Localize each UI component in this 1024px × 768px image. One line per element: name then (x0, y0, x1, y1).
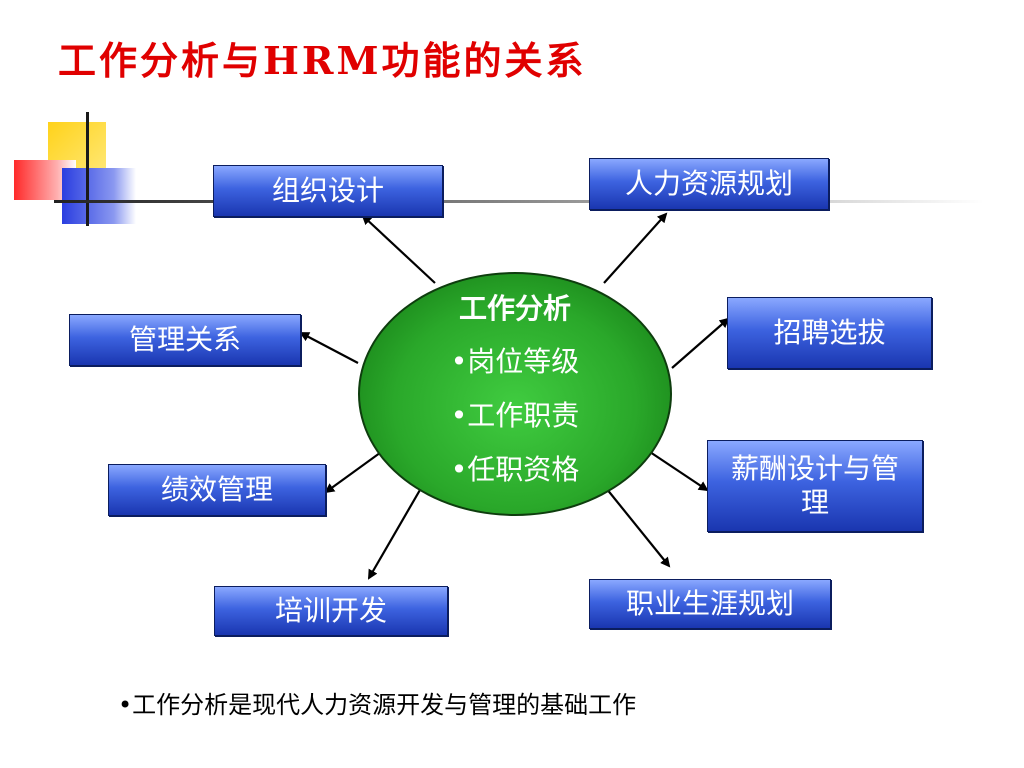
box-hr-planning: 人力资源规划 (589, 158, 829, 210)
box-mgmt-relations: 管理关系 (69, 314, 301, 366)
arrow-to-performance (324, 449, 385, 494)
center-item: •任职资格 (450, 453, 580, 486)
center-item: •工作职责 (450, 399, 580, 432)
deco-blue-square (62, 168, 136, 224)
box-compensation: 薪酬设计与管理 (707, 440, 923, 532)
center-ellipse (358, 272, 672, 516)
deco-vertical-line (86, 112, 89, 226)
deco-horizontal-line (54, 200, 984, 203)
arrow-to-training (367, 482, 425, 580)
box-training: 培训开发 (214, 586, 448, 636)
arrow-to-mgmt-relations (299, 332, 359, 364)
box-performance: 绩效管理 (108, 464, 326, 516)
arrow-to-career (601, 482, 671, 568)
slide-title: 工作分析与HRM功能的关系 (58, 38, 587, 83)
box-org-design: 组织设计 (213, 165, 443, 217)
box-career: 职业生涯规划 (589, 579, 831, 629)
arrow-to-recruitment (671, 317, 730, 369)
center-item: •岗位等级 (450, 345, 580, 378)
arrow-to-compensation (649, 451, 709, 492)
footer-note: •工作分析是现代人力资源开发与管理的基础工作 (118, 691, 637, 719)
center-title: 工作分析 (458, 292, 571, 325)
arrow-to-hr-planning (603, 212, 668, 284)
arrow-to-org-design (361, 214, 436, 284)
box-recruitment: 招聘选拔 (727, 297, 932, 369)
